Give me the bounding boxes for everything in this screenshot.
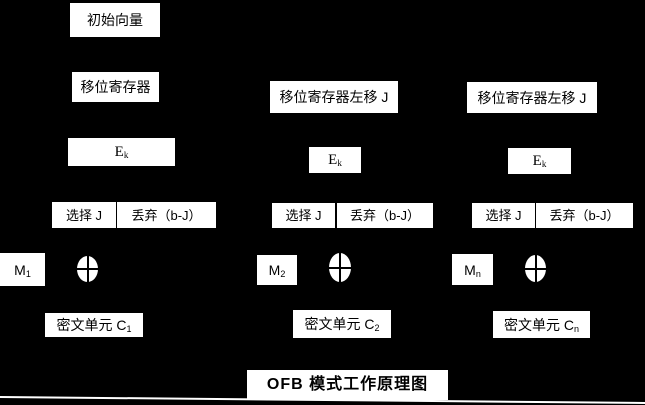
message-box-2: M2 (257, 255, 297, 285)
message-sub-2: 2 (280, 269, 286, 279)
shift-register-label-2: 移位寄存器左移 J (279, 89, 389, 105)
shift-register-box-2: 移位寄存器左移 J (270, 81, 398, 113)
ciphertext-sub-1: 1 (126, 324, 132, 334)
xor-icon-1 (77, 256, 98, 282)
message-sub-1: 1 (25, 268, 31, 279)
shift-register-box-1: 移位寄存器 (72, 72, 159, 102)
select-j-box-2: 选择 J (272, 203, 335, 228)
ciphertext-box-3: 密文单元 Cn (493, 311, 590, 338)
message-label-2: M2 (268, 262, 286, 279)
ciphertext-box-2: 密文单元 C2 (293, 310, 391, 338)
xor-vbar-3 (534, 255, 537, 282)
encrypt-key-base-2: E (328, 151, 338, 168)
xor-vbar-1 (86, 256, 89, 282)
select-j-label-2: 选择 J (285, 208, 322, 223)
encrypt-key-box-2: Ek (309, 147, 361, 173)
initial-vector-label: 初始向量 (87, 12, 143, 28)
ciphertext-base-2: 密文单元 C (304, 316, 375, 332)
ciphertext-sub-3: n (573, 323, 579, 334)
diagram-title: OFB 模式工作原理图 (266, 376, 429, 393)
discard-label-2: 丢弃（b-J） (349, 208, 421, 223)
discard-label-3: 丢弃（b-J） (549, 208, 620, 223)
ciphertext-label-1: 密文单元 C1 (56, 317, 132, 334)
message-label-3: Mn (464, 261, 481, 279)
ciphertext-label-2: 密文单元 C2 (304, 316, 380, 333)
encrypt-key-base-3: E (532, 152, 542, 169)
shift-register-label-1: 移位寄存器 (80, 79, 151, 95)
encrypt-key-box-3: Ek (508, 148, 571, 174)
ciphertext-sub-2: 2 (374, 323, 380, 333)
shift-register-box-3: 移位寄存器左移 J (467, 82, 597, 113)
diagram-title-box: OFB 模式工作原理图 (247, 370, 448, 400)
select-j-label-3: 选择 J (485, 208, 522, 223)
discard-box-3: 丢弃（b-J） (536, 203, 633, 228)
message-base-1: M (14, 261, 26, 278)
message-box-1: M1 (0, 253, 45, 286)
initial-vector-box: 初始向量 (70, 3, 160, 37)
message-box-3: Mn (452, 254, 493, 285)
encrypt-key-sub-1: k (123, 149, 129, 160)
ciphertext-label-3: 密文单元 Cn (503, 316, 579, 334)
discard-box-1: 丢弃（b-J） (117, 202, 216, 228)
encrypt-key-sub-2: k (337, 157, 342, 168)
encrypt-key-label-1: Ek (114, 143, 129, 160)
encrypt-key-base-1: E (114, 143, 124, 160)
xor-vbar-2 (339, 253, 341, 282)
encrypt-key-label-2: Ek (328, 151, 342, 168)
select-j-box-1: 选择 J (52, 202, 116, 228)
encrypt-key-label-3: Ek (532, 152, 547, 169)
message-label-1: M1 (14, 261, 31, 279)
xor-icon-3 (525, 255, 546, 282)
message-base-2: M (268, 262, 281, 278)
message-base-3: M (464, 261, 476, 278)
shift-register-label-3: 移位寄存器左移 J (477, 89, 587, 106)
select-j-box-3: 选择 J (472, 203, 535, 228)
message-sub-3: n (475, 268, 481, 279)
discard-label-1: 丢弃（b-J） (131, 207, 202, 223)
ciphertext-box-1: 密文单元 C1 (45, 313, 143, 337)
select-j-label-1: 选择 J (65, 207, 103, 223)
encrypt-key-box-1: Ek (68, 138, 175, 166)
ciphertext-base-3: 密文单元 C (503, 316, 574, 333)
xor-icon-2 (329, 253, 351, 282)
encrypt-key-sub-3: k (541, 158, 547, 169)
ciphertext-base-1: 密文单元 C (56, 317, 127, 333)
discard-box-2: 丢弃（b-J） (337, 203, 433, 228)
